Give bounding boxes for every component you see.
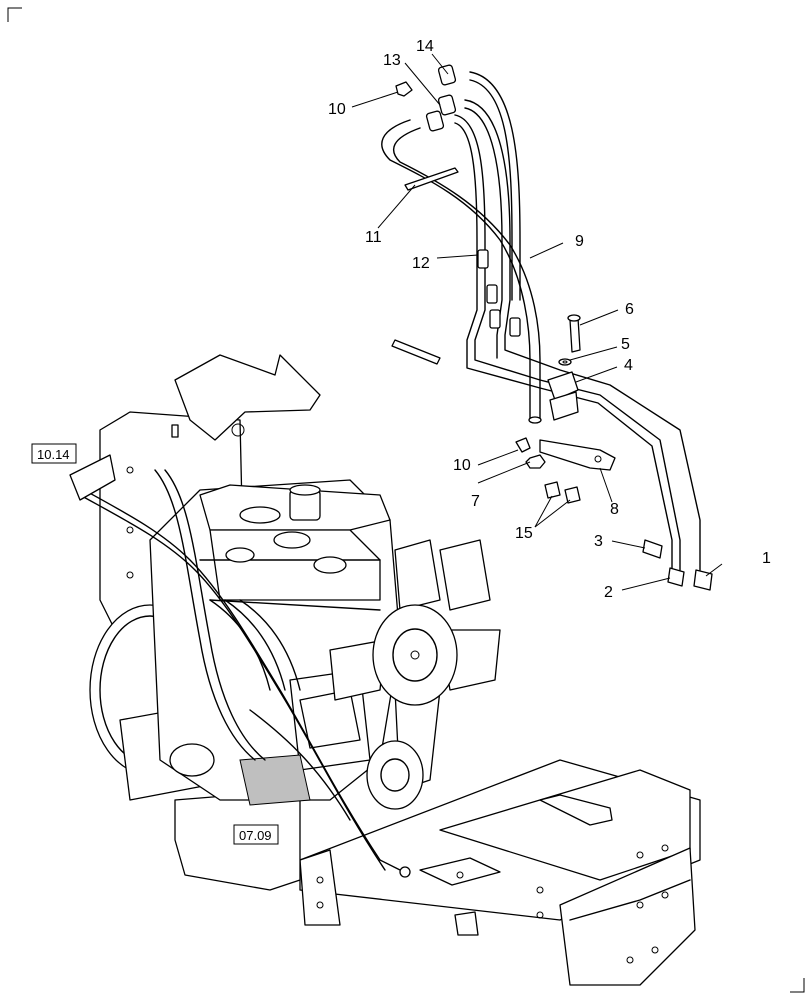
fitting-15b — [564, 486, 581, 504]
crop-marks — [7, 7, 805, 993]
callout-6: 6 — [625, 301, 634, 318]
washer-5 — [558, 358, 572, 366]
bolt-6 — [569, 317, 581, 353]
fitting-10-top — [395, 81, 413, 97]
callout-10-mid: 10 — [453, 457, 471, 474]
fitting-3 — [642, 539, 663, 559]
ref-label-bottom: 07.09 — [239, 828, 272, 843]
callout-9: 9 — [575, 233, 584, 250]
line-assembly — [381, 64, 713, 591]
nut-7 — [525, 454, 546, 469]
bracket-8 — [539, 439, 616, 471]
leader-lines — [351, 53, 723, 591]
frame-rails — [299, 759, 701, 986]
ref-box-bottom[interactable]: 07.09 — [233, 824, 279, 845]
ref-box-top[interactable]: 10.14 — [31, 443, 77, 464]
callout-7: 7 — [471, 493, 480, 510]
callout-11: 11 — [365, 229, 382, 246]
callout-3: 3 — [594, 533, 603, 550]
filter-head — [69, 454, 116, 501]
fan-assembly — [329, 539, 501, 810]
callout-8: 8 — [610, 501, 619, 518]
callout-15: 15 — [515, 525, 533, 542]
callout-13: 13 — [383, 52, 401, 69]
callout-12: 12 — [412, 255, 430, 272]
callout-14: 14 — [416, 38, 434, 55]
engine-fuel-lines — [74, 469, 411, 878]
fitting-2 — [667, 567, 685, 587]
clamp-4 — [547, 371, 579, 401]
callout-10-top: 10 — [328, 101, 346, 118]
engine-assembly — [69, 354, 701, 986]
clip-11 — [404, 167, 459, 191]
callout-5: 5 — [621, 336, 630, 353]
callout-4: 4 — [624, 357, 633, 374]
tube-9 — [381, 119, 531, 421]
clip-spare — [391, 339, 441, 365]
upper-bracket — [174, 354, 321, 441]
callout-labels: 1 2 3 4 5 6 7 8 9 10 10 11 12 13 14 15 — [328, 38, 771, 601]
fitting-10-mid — [515, 437, 531, 453]
hose-14 — [469, 71, 521, 301]
callout-2: 2 — [604, 584, 613, 601]
fitting-15a — [544, 481, 561, 499]
hose-13 — [464, 99, 701, 571]
callout-1: 1 — [762, 550, 771, 567]
engine-block — [149, 479, 401, 806]
ref-label-top: 10.14 — [37, 447, 70, 462]
